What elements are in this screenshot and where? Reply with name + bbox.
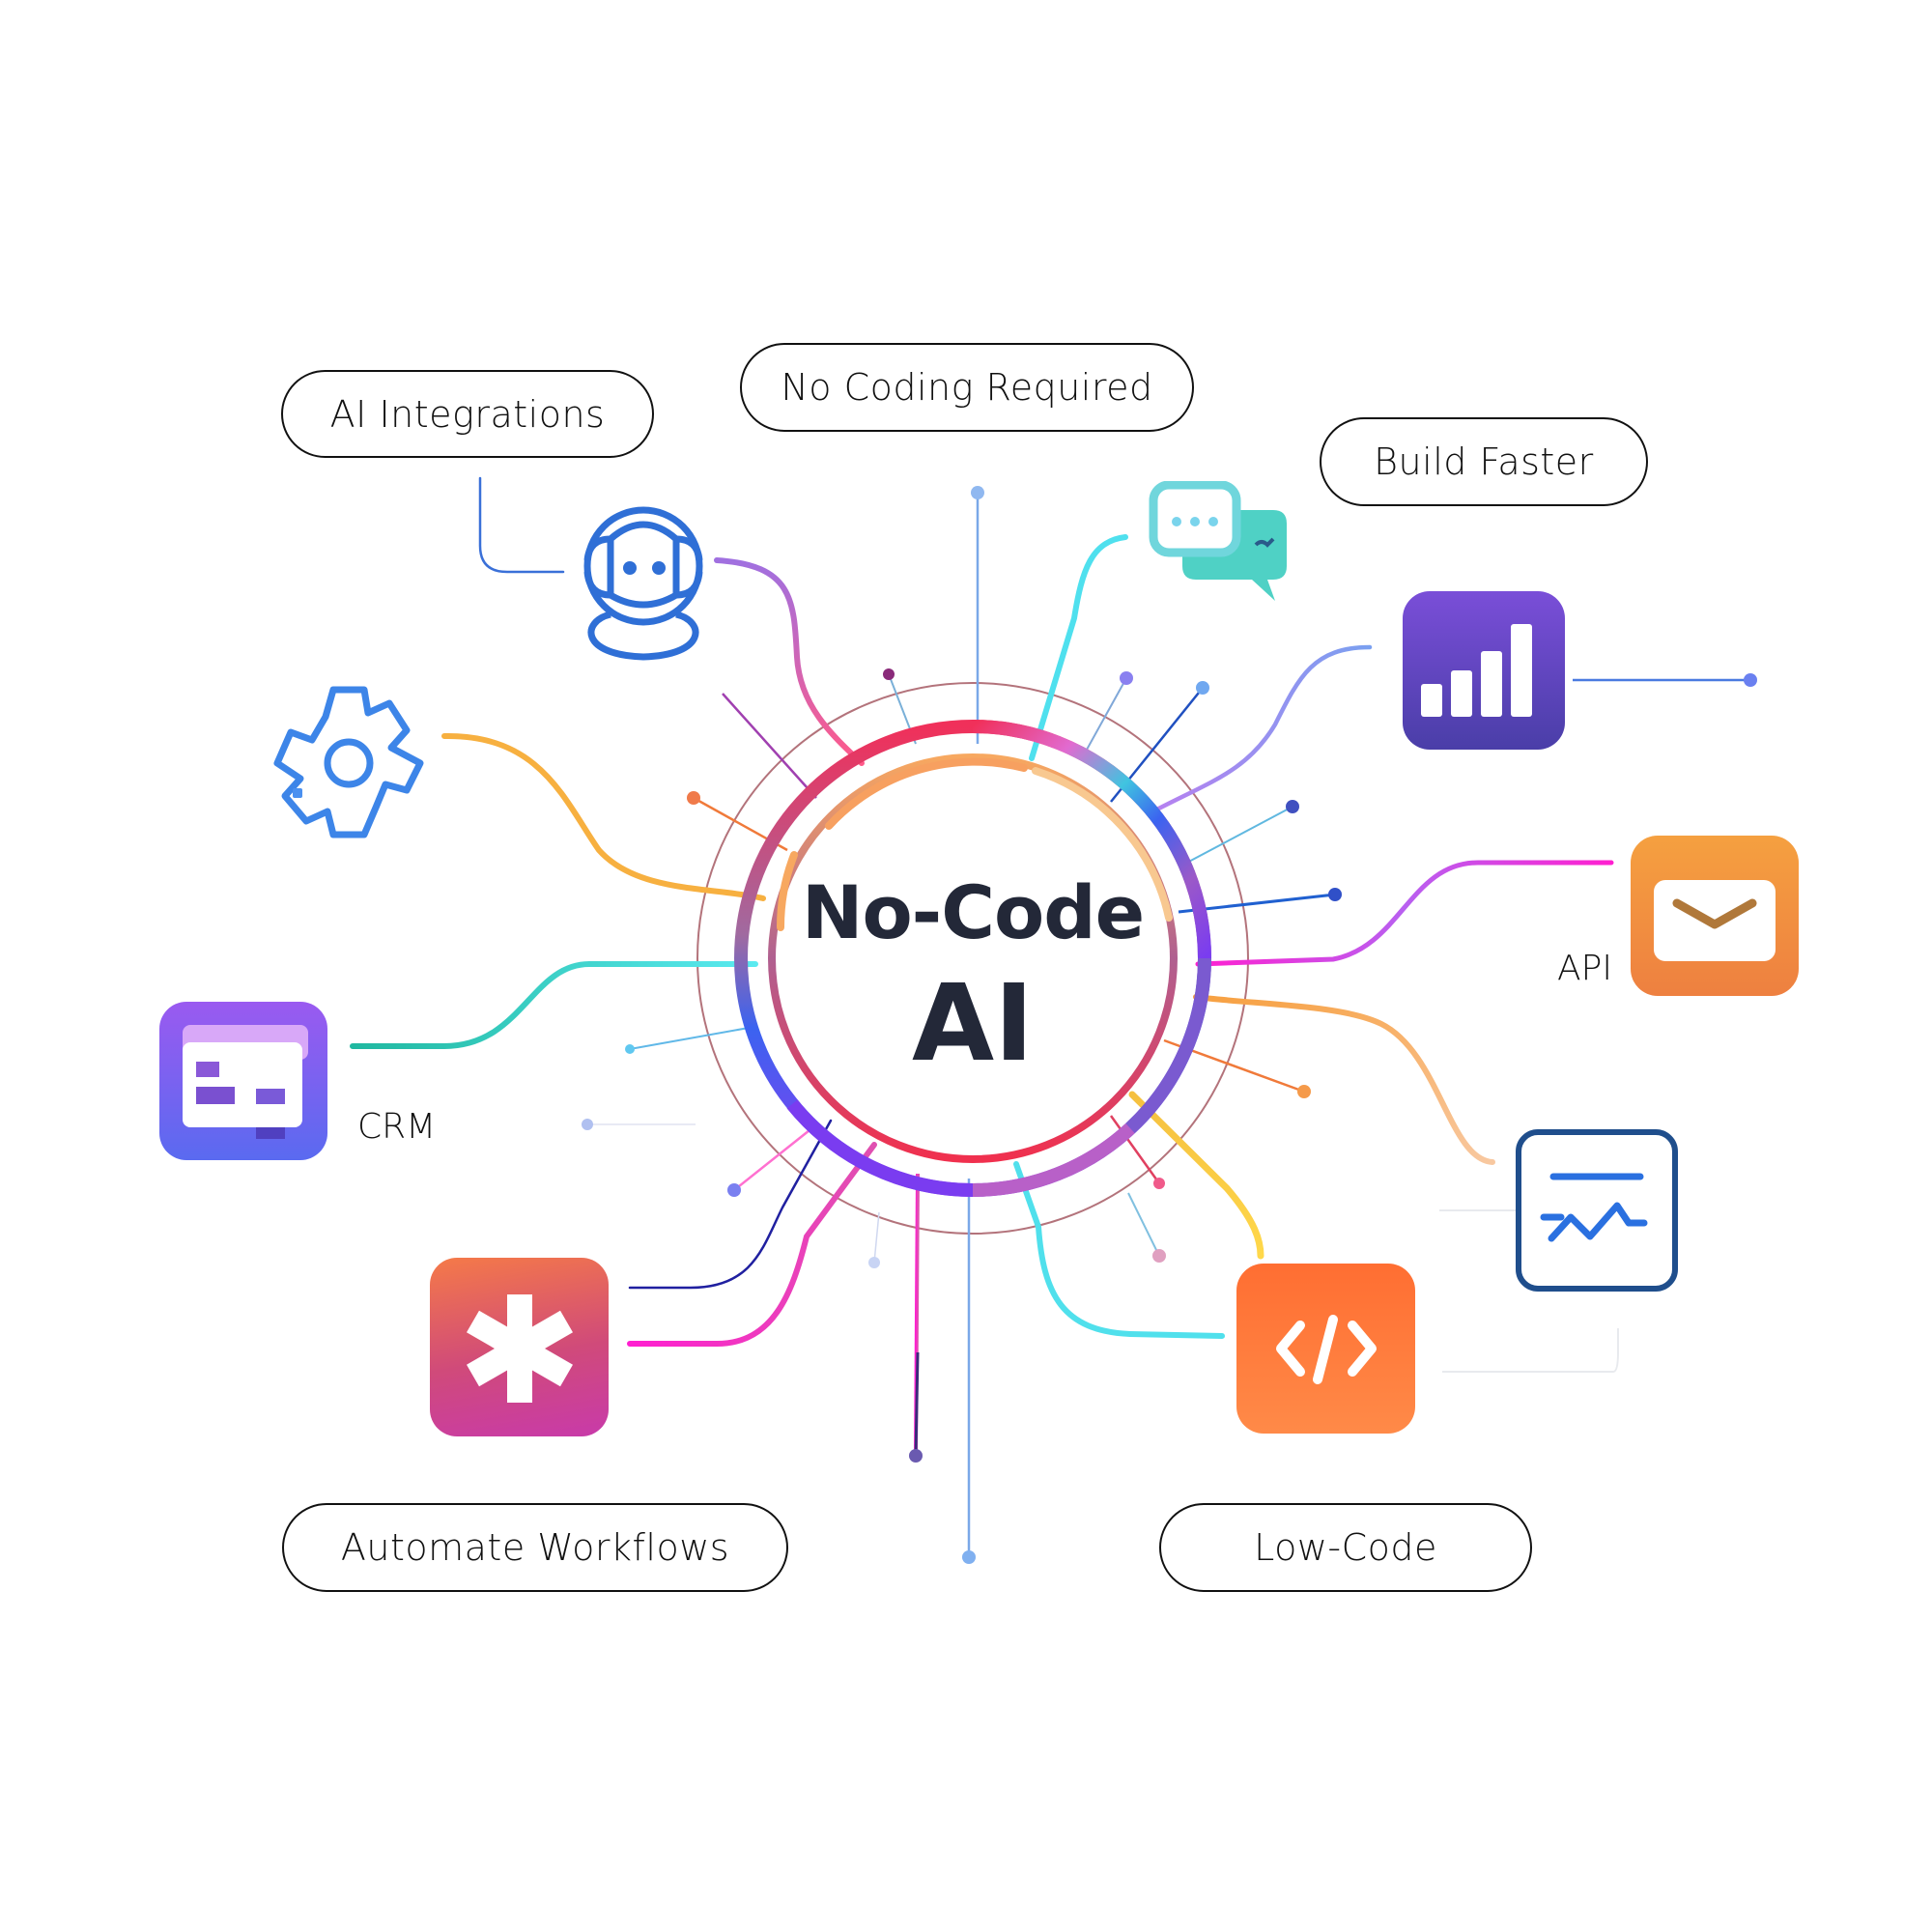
chat-bubbles-icon xyxy=(1149,481,1287,601)
pill-build-faster: Build Faster xyxy=(1320,417,1648,506)
center-title-line1: No-Code xyxy=(801,869,1145,955)
pill-low-code: Low-Code xyxy=(1159,1503,1532,1592)
line-chart-icon xyxy=(1516,1129,1678,1292)
asterisk-icon xyxy=(430,1258,609,1436)
crm-dashboard-icon xyxy=(159,1002,327,1160)
pill-ai-integrations: AI Integrations xyxy=(281,370,654,458)
bar-chart-icon xyxy=(1403,591,1565,750)
pill-automate-workflows: Automate Workflows xyxy=(282,1503,788,1592)
inner-gradient-ring xyxy=(768,753,1178,1163)
gear-icon xyxy=(273,686,424,838)
label-crm: CRM xyxy=(357,1107,437,1147)
pill-no-coding-required: No Coding Required xyxy=(740,343,1194,432)
robot-assistant-icon xyxy=(583,506,703,661)
code-icon xyxy=(1236,1264,1415,1434)
outer-thin-ring xyxy=(696,682,1249,1235)
center-title-line2: AI xyxy=(911,961,1035,1085)
mail-icon xyxy=(1631,836,1799,996)
curved-connectors xyxy=(350,476,1614,1347)
label-api: API xyxy=(1557,949,1612,988)
